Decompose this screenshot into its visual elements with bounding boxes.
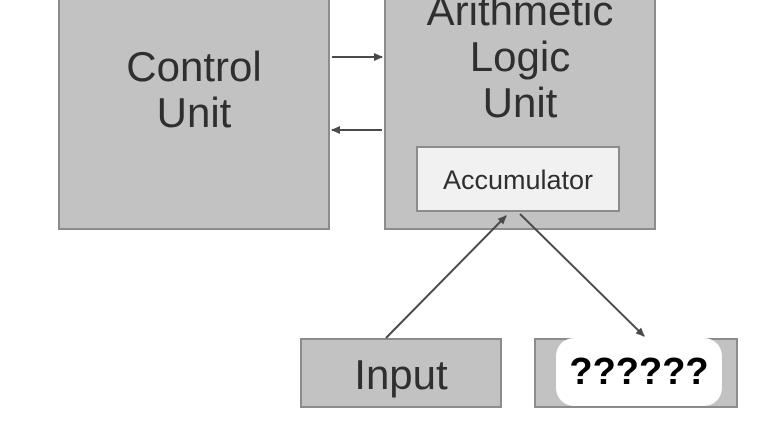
alu-label-line3: Unit xyxy=(482,79,558,126)
accumulator-label: Accumulator xyxy=(442,165,594,195)
arrow-accumulator-to-output xyxy=(519,213,645,337)
accumulator-box: Accumulator xyxy=(416,146,620,212)
alu-label-line2: Logic xyxy=(469,33,571,80)
alu-label: Arithmetic Logic Unit xyxy=(386,0,654,126)
masked-output-label: ?????? xyxy=(556,338,722,406)
control-unit-box: Control Unit xyxy=(58,0,330,230)
control-unit-label: Control Unit xyxy=(60,44,328,136)
alu-label-line1: Arithmetic xyxy=(426,0,614,34)
input-box: Input xyxy=(300,338,502,408)
control-unit-label-line1: Control xyxy=(126,43,262,90)
arrow-input-to-accumulator xyxy=(385,215,507,339)
control-unit-label-line2: Unit xyxy=(156,89,232,136)
input-label: Input xyxy=(354,351,448,398)
